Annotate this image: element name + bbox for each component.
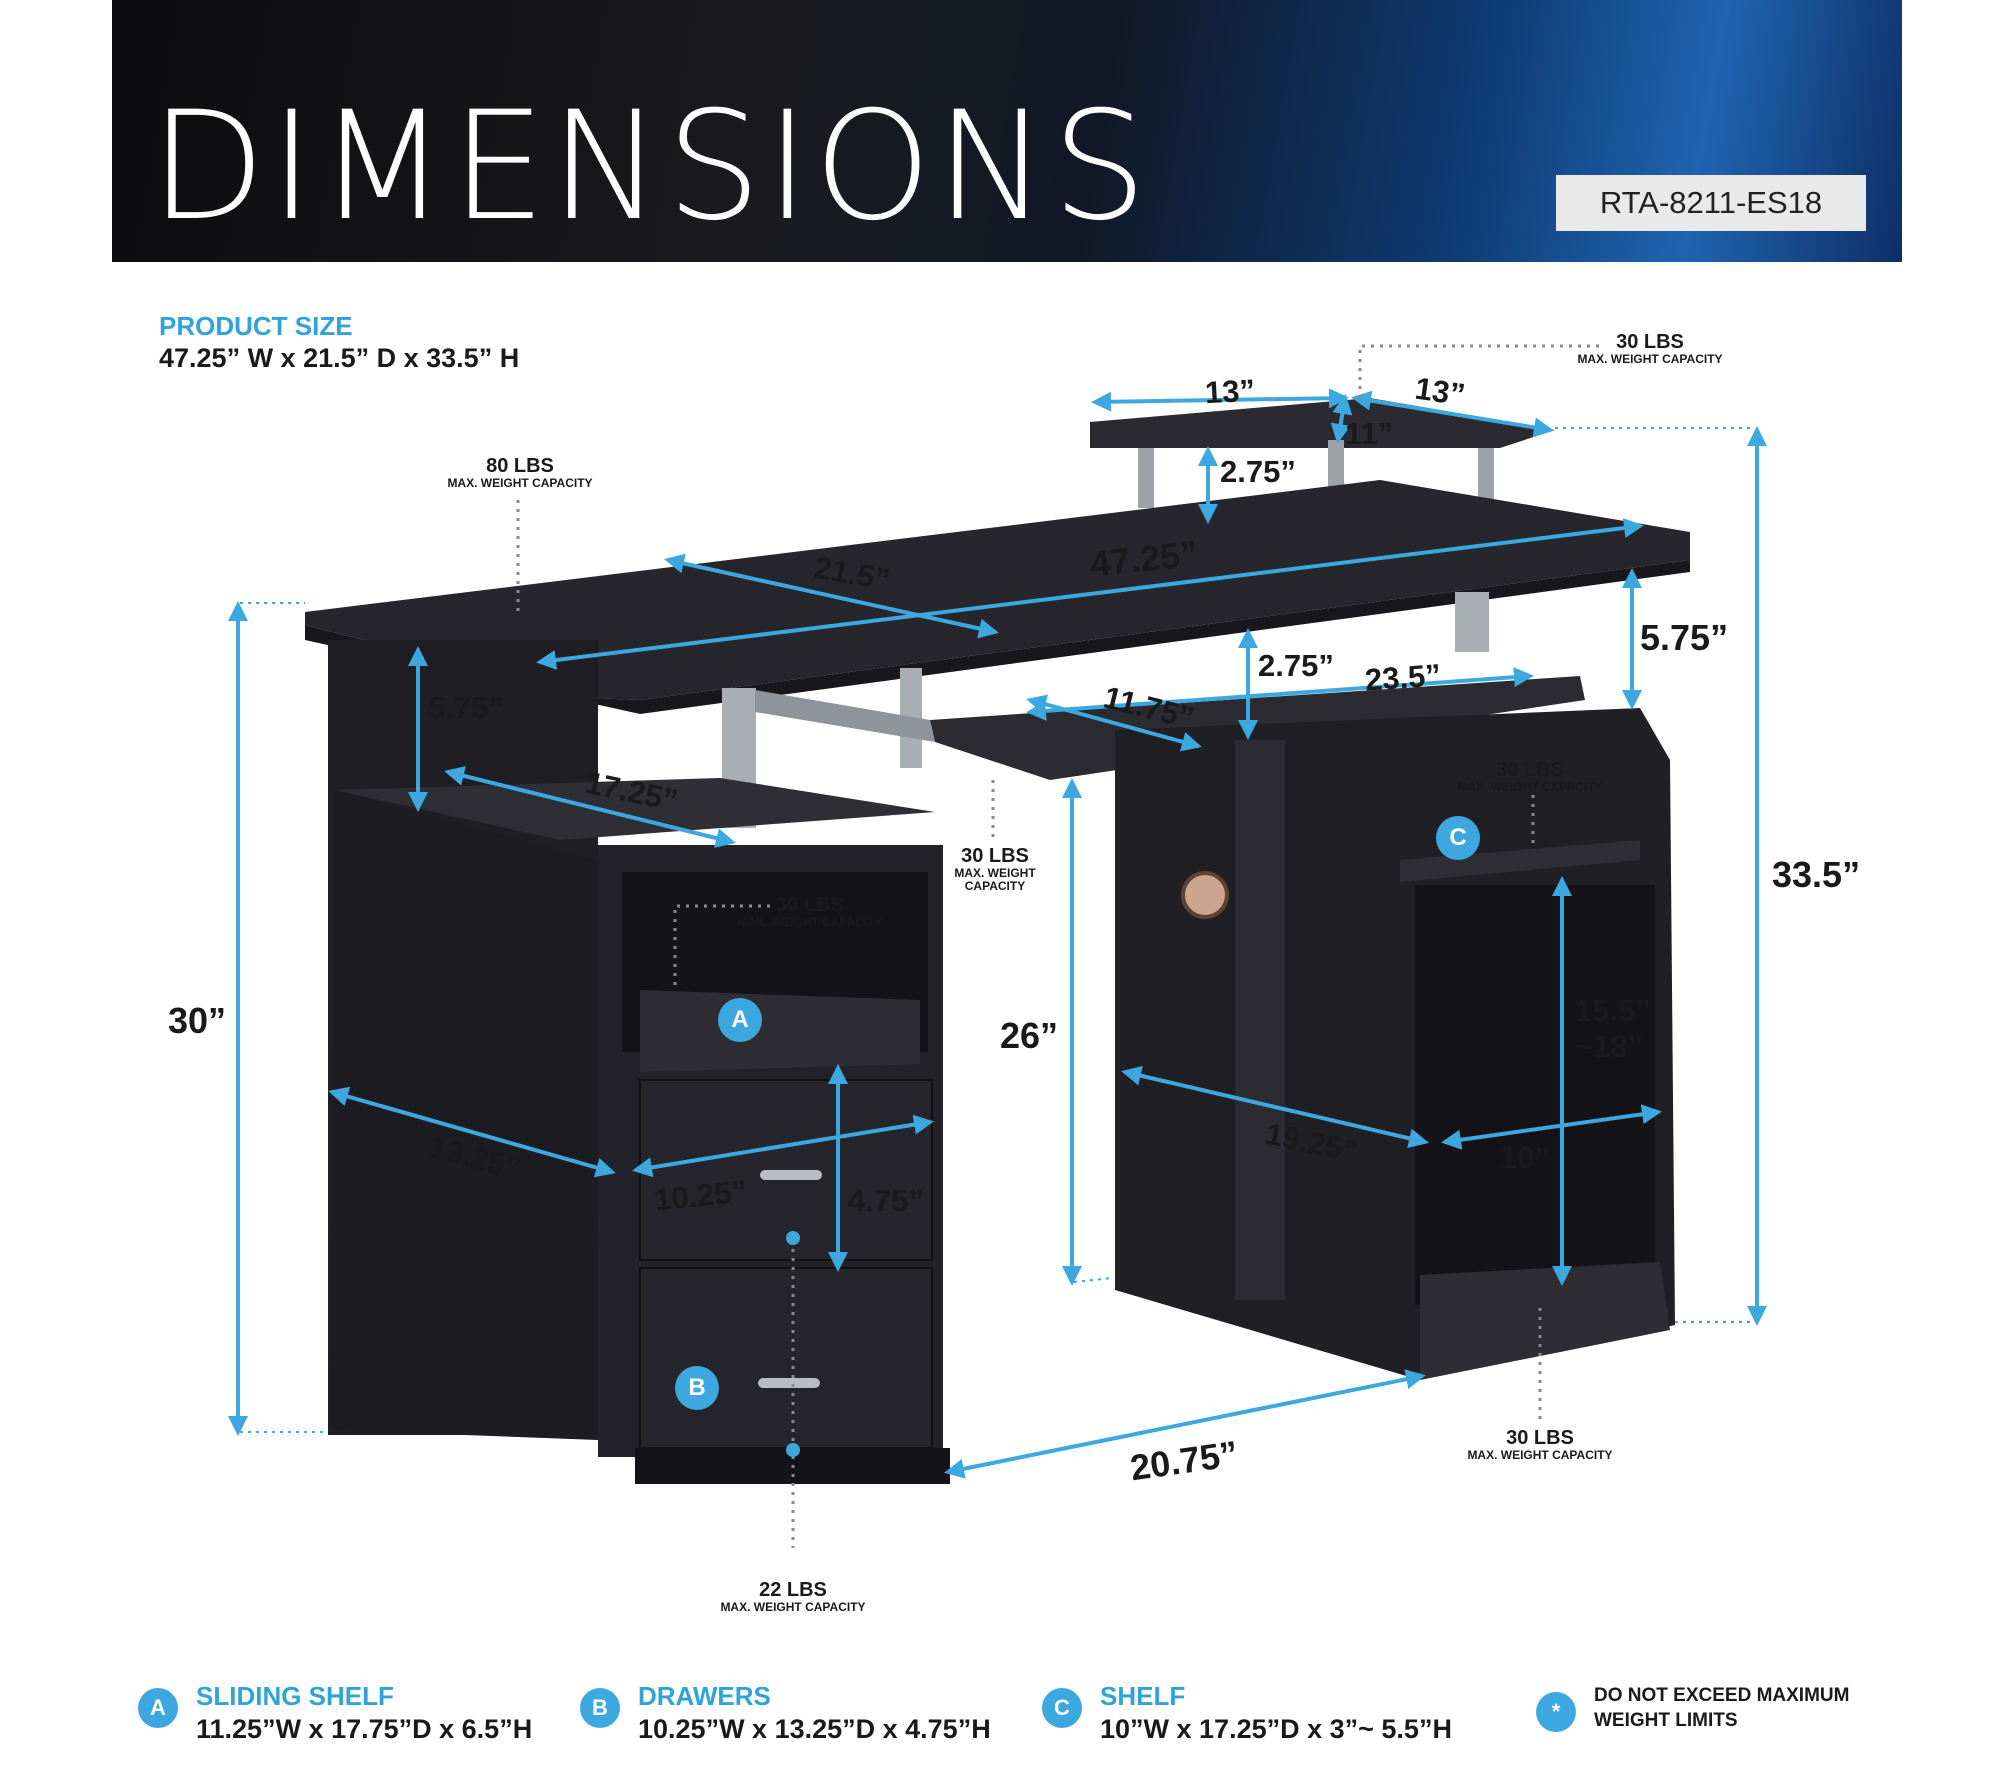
dimension-lines: [228, 388, 1767, 1479]
drawer-lower: [639, 1267, 933, 1449]
leader-lines: [516, 344, 1600, 1548]
weight-limit-note-line1: DO NOT EXCEED MAXIMUM: [1594, 1685, 1850, 1706]
leader-dot: [786, 1443, 800, 1457]
cpu-compartment-floor: [1420, 1262, 1670, 1380]
model-number-badge: RTA-8211-ES18: [1556, 175, 1866, 231]
support-post: [1455, 592, 1489, 652]
dim-label-hutch-left: 13”: [1204, 372, 1256, 411]
weight-limit-note: DO NOT EXCEED MAXIMUM WEIGHT LIMITS: [1594, 1684, 1849, 1733]
dim-label-hutch-height: 2.75”: [1220, 454, 1296, 489]
dim-label-cpu-height-2: ~18”: [1575, 1029, 1644, 1064]
legend-size-drawers: 10.25”W x 13.25”D x 4.75”H: [638, 1714, 991, 1744]
dim-label-hutch-depth: 11”: [1345, 416, 1394, 451]
product-size-heading: PRODUCT SIZE: [159, 311, 353, 341]
hutch-shelf: [1090, 398, 1555, 448]
sliding-shelf: [640, 990, 920, 1072]
legend-size-shelf: 10”W x 17.25”D x 3”~ 5.5”H: [1100, 1714, 1452, 1744]
badge-b: B: [675, 1366, 719, 1410]
dim-label-desk-height: 30”: [168, 1000, 227, 1041]
legend-title-shelf: SHELF: [1100, 1681, 1186, 1711]
dim-line-cpu-depth: [1121, 1065, 1429, 1149]
dim-line-knee-width: [944, 1369, 1426, 1479]
drawer-handle: [758, 1378, 820, 1388]
dim-label-cpu-height-1: 15.5”: [1575, 993, 1651, 1028]
drawer-handle: [760, 1170, 822, 1180]
hutch-post: [1328, 440, 1344, 496]
dim-label-cpu-width: 10”: [1500, 1140, 1550, 1175]
dim-label-total-height: 33.5”: [1772, 854, 1861, 895]
left-pedestal-side: [330, 790, 598, 1440]
dim-line-hutch-left: [1091, 388, 1349, 412]
badge-c: C: [1436, 816, 1480, 860]
dim-line-drawer-width: [632, 1114, 934, 1178]
legend-title-sliding-shelf: SLIDING SHELF: [196, 1681, 394, 1711]
dim-label-upper-left: 5.75”: [428, 690, 504, 725]
product-size-value: 47.25” W x 21.5” D x 33.5” H: [159, 343, 520, 373]
dim-label-drawer-height: 4.75”: [848, 1183, 924, 1218]
dim-line-cabinet-depth: [328, 1086, 616, 1178]
dim-line-desk-width: [536, 518, 1644, 670]
right-upper-shelf: [1400, 840, 1640, 882]
dim-line-hutch-right: [1351, 390, 1554, 438]
dim-line-cpu-width: [1441, 1104, 1662, 1150]
legend-badge-a: A: [138, 1688, 178, 1728]
dim-line-tray-depth: [1026, 694, 1202, 752]
legend-title-drawers: DRAWERS: [638, 1681, 771, 1711]
vertical-divider: [1235, 740, 1285, 1300]
desk-illustration: [305, 398, 1690, 1484]
page-title: DIMENSIONS: [150, 80, 1152, 254]
dim-line-hutch-depth: [1330, 394, 1353, 444]
dim-label-knee-height: 26”: [1000, 1015, 1059, 1056]
right-cabinet-cavity: [1415, 885, 1655, 1305]
dim-label-hutch-right: 13”: [1412, 370, 1468, 413]
dim-line-left-shelf: [444, 766, 736, 848]
tray-rail: [755, 690, 935, 742]
badge-a: A: [718, 998, 762, 1042]
extension-lines: [240, 427, 1755, 1433]
legend-size-sliding-shelf: 11.25”W x 17.75”D x 6.5”H: [196, 1714, 533, 1744]
weight-limit-note-line2: WEIGHT LIMITS: [1594, 1709, 1738, 1731]
dim-label-upper-right: 5.75”: [1640, 617, 1729, 658]
hutch-post: [1138, 448, 1154, 508]
cable-grommet: [1181, 871, 1229, 919]
legend-badge-c: C: [1042, 1688, 1082, 1728]
dim-label-tray-width: 23.5”: [1363, 657, 1442, 698]
legend-badge-b: B: [580, 1688, 620, 1728]
leader-dot: [786, 1231, 800, 1245]
asterisk-icon: *: [1536, 1692, 1576, 1732]
header-banner: DIMENSIONS RTA-8211-ES18: [112, 0, 1902, 262]
dim-label-tray-height: 2.75”: [1258, 648, 1334, 683]
